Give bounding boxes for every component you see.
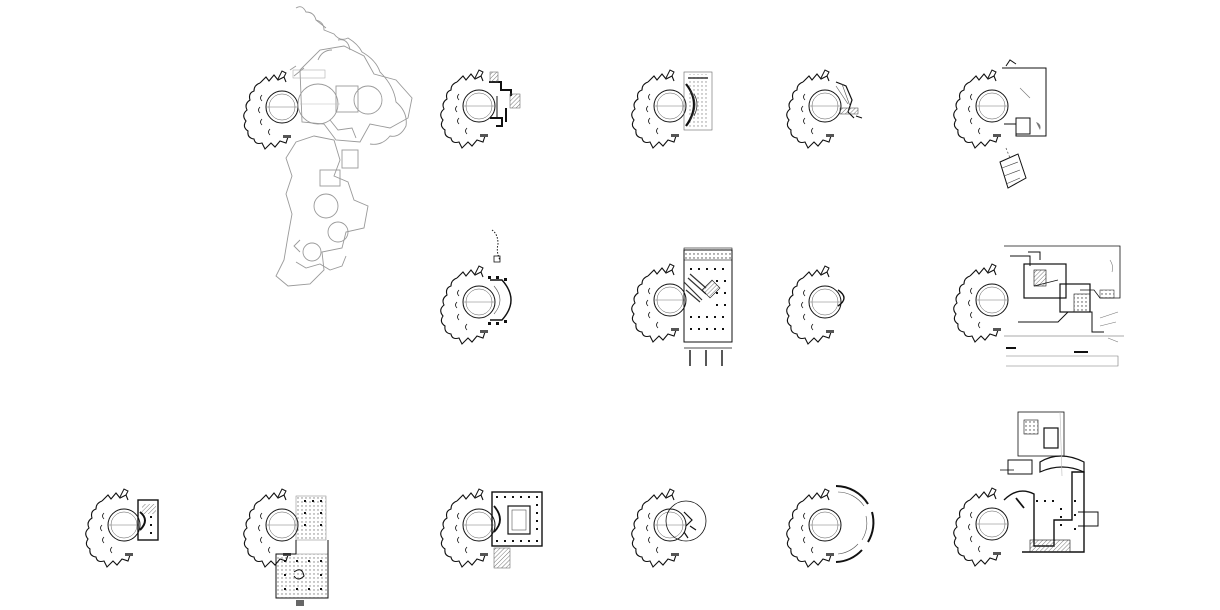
plan-small-court (85, 488, 159, 568)
plan-circle-pavilion (631, 488, 707, 568)
plan-hypostyle-hall (631, 247, 733, 366)
plan-museum-complex (953, 245, 1124, 367)
plan-grey-cloister-complex (243, 6, 413, 287)
plan-peristyle-court (440, 488, 543, 569)
plan-broken-ring (786, 485, 875, 568)
plan-fan-auditorium (631, 69, 713, 149)
plan-palace-complex (953, 411, 1099, 567)
plan-square-annex (440, 69, 521, 149)
plan-wedge-annex (786, 69, 863, 149)
plan-long-colonnade (243, 488, 329, 606)
plan-single-arc (786, 265, 845, 345)
plan-apse-nave (440, 229, 512, 345)
plan-large-polygon-annex (953, 59, 1047, 189)
